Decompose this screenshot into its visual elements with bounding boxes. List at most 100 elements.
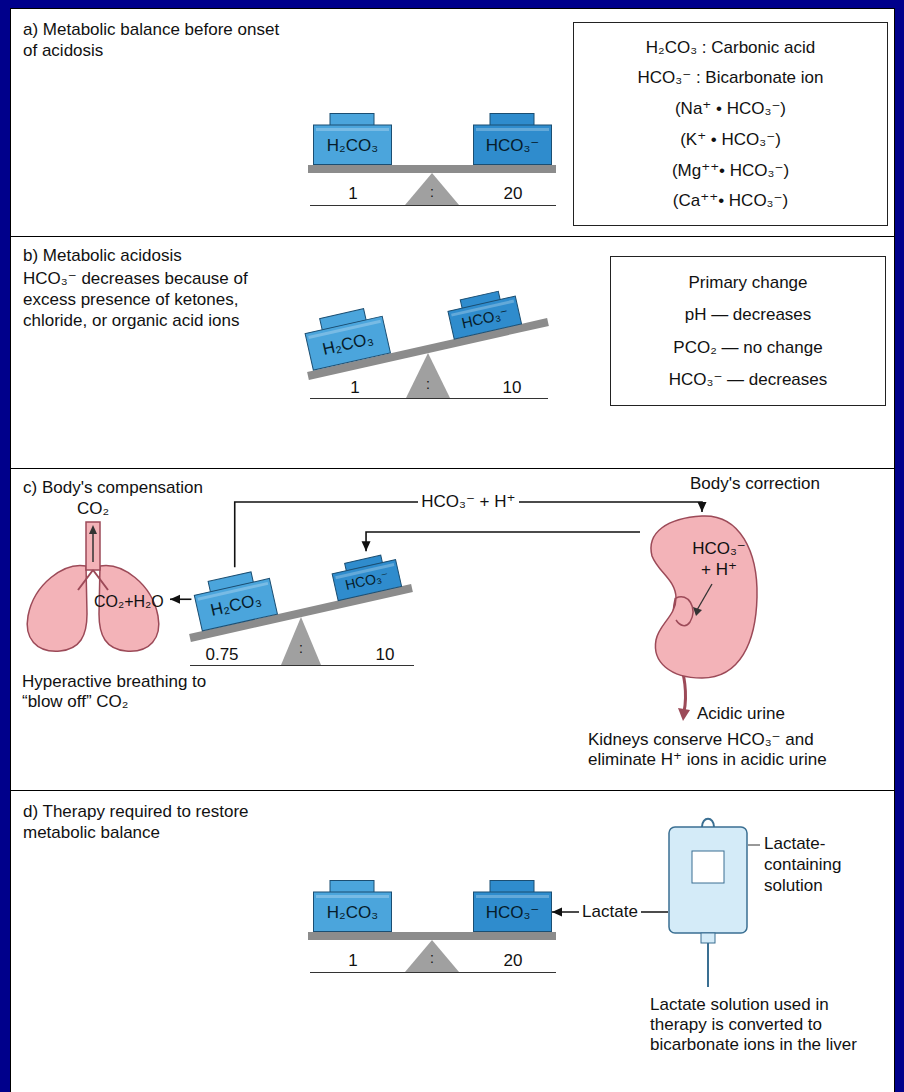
lungs-label: CO₂+H₂O bbox=[94, 591, 170, 612]
connector bbox=[362, 532, 640, 551]
box-line: pH — decreases bbox=[685, 304, 812, 325]
arrowhead bbox=[552, 908, 562, 917]
connector-label: Lactate bbox=[579, 902, 641, 922]
scale-number: 10 bbox=[492, 378, 532, 398]
scale-number: 1 bbox=[333, 951, 373, 971]
drawing-part bbox=[194, 578, 277, 631]
info-box: H₂CO₃ : Carbonic acidHCO₃⁻ : Bicarbonate… bbox=[573, 22, 888, 226]
scale-number: 1 bbox=[335, 378, 375, 398]
drawing-part bbox=[490, 114, 534, 126]
weight-label: H₂CO₃ bbox=[327, 902, 378, 923]
drawing-part bbox=[314, 892, 392, 932]
note-text: Body's correction bbox=[690, 474, 850, 494]
bicarbonate-weight: HCO₃⁻ bbox=[473, 880, 552, 932]
drawing-part bbox=[316, 895, 389, 898]
drawing-part bbox=[701, 933, 715, 943]
bicarbonate-weight: HCO₃⁻ bbox=[446, 287, 523, 339]
bag-label: Lactate-containing solution bbox=[764, 833, 878, 896]
drawing-part bbox=[92, 532, 94, 562]
arrowhead bbox=[698, 502, 707, 512]
box-line: HCO₃⁻ : Bicarbonate ion bbox=[638, 67, 824, 88]
note-text: Acidic urine bbox=[697, 704, 817, 724]
bicarbonate-weight: HCO₃⁻ bbox=[330, 551, 402, 601]
base-line bbox=[310, 398, 548, 399]
connector bbox=[170, 595, 191, 604]
base-line bbox=[190, 665, 414, 666]
scale-number: : bbox=[418, 376, 438, 392]
drawing-part bbox=[651, 516, 757, 678]
drawing-part bbox=[27, 566, 87, 652]
box-heading: Primary change bbox=[688, 272, 807, 293]
panel-heading: b) Metabolic acidosis bbox=[23, 245, 285, 266]
drawing-part bbox=[707, 943, 709, 987]
box-line: HCO₃⁻ — decreases bbox=[669, 369, 828, 390]
panel-heading: a) Metabolic balance before onset of aci… bbox=[23, 19, 285, 61]
note-text: Lactate solution used in therapy is conv… bbox=[650, 995, 890, 1055]
panel-body: HCO₃⁻ decreases because of excess presen… bbox=[23, 268, 273, 331]
note-text: Hyperactive breathing to “blow off” CO₂ bbox=[22, 672, 237, 712]
kidney-shape bbox=[640, 512, 760, 682]
panel: a) Metabolic balance before onset of aci… bbox=[10, 8, 895, 237]
kidney-figure: HCO₃⁻ + H⁺ bbox=[640, 512, 760, 682]
balance-beam bbox=[308, 932, 556, 940]
box-line: (Na⁺ • HCO₃⁻) bbox=[675, 98, 786, 119]
drawing-part bbox=[330, 881, 374, 893]
box-line: (Mg⁺⁺• HCO₃⁻) bbox=[672, 160, 789, 181]
weight-label: HCO₃⁻ bbox=[486, 902, 540, 923]
box-line: (K⁺ • HCO₃⁻) bbox=[680, 129, 781, 150]
connector-label: HCO₃⁻ + H⁺ bbox=[418, 492, 518, 512]
acid-weight: H₂CO₃ bbox=[313, 880, 392, 932]
iv-bag: Lactate-containing solution bbox=[668, 815, 883, 990]
drawing-part bbox=[748, 845, 760, 846]
drawing-part bbox=[330, 114, 374, 126]
drawing-part bbox=[693, 607, 702, 616]
drawing-part bbox=[86, 522, 100, 570]
drawing-part bbox=[476, 128, 549, 131]
fulcrum bbox=[406, 353, 450, 398]
kidney-label: HCO₃⁻ + H⁺ bbox=[688, 538, 750, 580]
panel: b) Metabolic acidosisHCO₃⁻ decreases bec… bbox=[10, 236, 895, 469]
box-line: PCO₂ — no change bbox=[673, 337, 822, 358]
ureter-arrowhead bbox=[678, 708, 690, 721]
drawing-part bbox=[490, 881, 534, 893]
scale-number: : bbox=[291, 640, 311, 656]
acid-weight: H₂CO₃ bbox=[302, 304, 391, 370]
weight-label: HCO₃⁻ bbox=[486, 135, 540, 156]
fulcrum bbox=[405, 173, 459, 205]
arrowhead bbox=[362, 541, 371, 551]
acid-weight: H₂CO₃ bbox=[191, 567, 278, 631]
scale-number: 0.75 bbox=[197, 645, 247, 665]
drawing-part bbox=[89, 525, 97, 534]
panel-heading: c) Body's compensation bbox=[23, 477, 323, 498]
scale-number: : bbox=[422, 184, 442, 200]
drawing-part bbox=[448, 296, 522, 339]
drawing-part bbox=[476, 895, 549, 898]
drawing-part bbox=[316, 128, 389, 131]
drawing-part bbox=[697, 584, 712, 610]
drawing-part bbox=[692, 851, 724, 883]
drawing-part bbox=[314, 125, 392, 165]
arrowhead bbox=[170, 595, 180, 604]
drawing-part bbox=[78, 570, 108, 590]
scale-number: 1 bbox=[333, 184, 373, 204]
fulcrum bbox=[281, 617, 321, 665]
scale-number: 20 bbox=[493, 951, 533, 971]
drawing-part bbox=[676, 597, 693, 626]
scale-number: 10 bbox=[365, 645, 405, 665]
connector-line bbox=[366, 532, 640, 551]
bicarbonate-weight: HCO₃⁻ bbox=[473, 113, 552, 165]
lungs-label: CO₂ bbox=[73, 498, 113, 519]
note-text: Kidneys conserve HCO₃⁻ and eliminate H⁺ … bbox=[588, 730, 873, 770]
weight-label: H₂CO₃ bbox=[327, 135, 378, 156]
scale-number: : bbox=[422, 950, 442, 966]
panel-heading: d) Therapy required to restore metabolic… bbox=[23, 801, 253, 843]
box-heading: H₂CO₃ : Carbonic acid bbox=[646, 37, 815, 58]
change-box: Primary change pH — decreasesPCO₂ — no ch… bbox=[610, 256, 886, 406]
drawing-part bbox=[669, 827, 747, 933]
acid-weight: H₂CO₃ bbox=[313, 113, 392, 165]
fulcrum bbox=[405, 940, 459, 972]
balance-beam bbox=[308, 165, 556, 173]
